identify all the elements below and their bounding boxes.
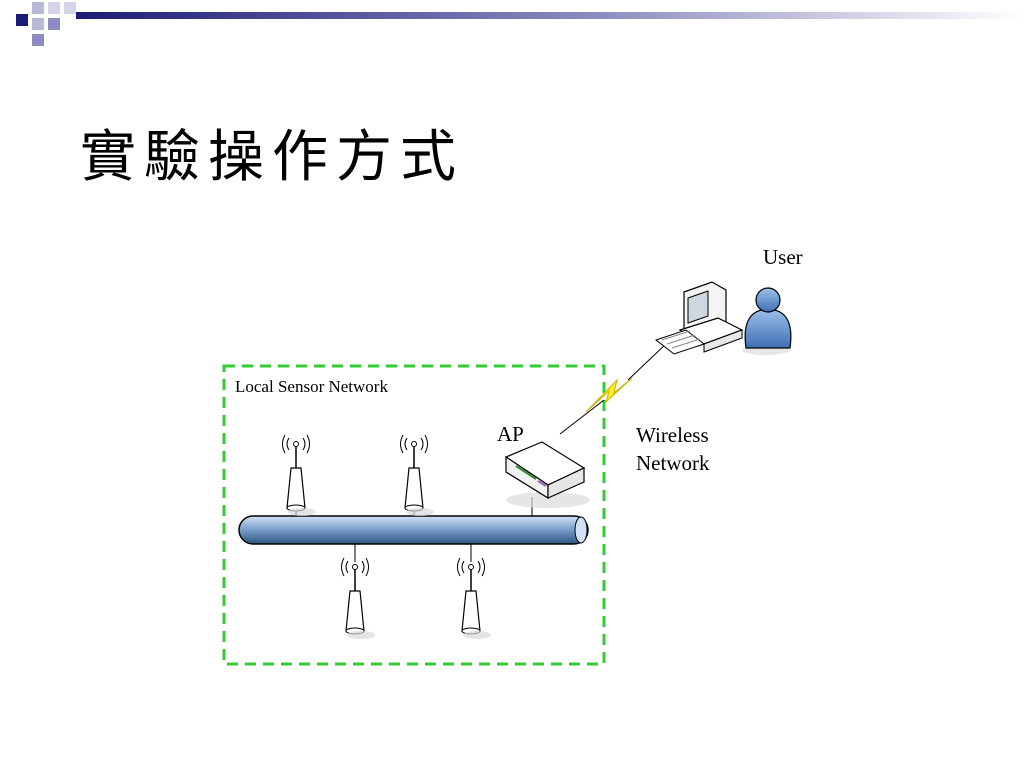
ap-label: AP (497, 422, 524, 446)
wireless-link-line (627, 341, 669, 381)
sensor-node (457, 557, 492, 640)
wireless-link-line (559, 399, 605, 435)
header-square-dark (16, 14, 28, 26)
wireless-label-line2: Network (636, 451, 710, 475)
network-bus (238, 515, 589, 545)
header-gradient-bar (76, 12, 1024, 19)
header-square-pale (48, 2, 60, 14)
lightning-bolt-icon (585, 377, 633, 413)
slide-title: 實驗操作方式 (80, 125, 464, 190)
header-square-pale (64, 2, 76, 14)
header-square-mid (48, 18, 60, 30)
header-square-light (32, 18, 44, 30)
user-icon (742, 287, 792, 355)
header-square-light (32, 2, 44, 14)
sensor-network-boundary (222, 364, 606, 666)
access-point-icon (504, 441, 590, 508)
wireless-label-line1: Wireless (636, 423, 709, 447)
sensor-node (341, 557, 376, 640)
region-label: Local Sensor Network (235, 377, 388, 396)
computer-icon (654, 281, 744, 355)
user-label: User (763, 245, 803, 269)
sensor-node (400, 434, 435, 517)
header-decoration (16, 2, 1024, 46)
header-square-mid (32, 34, 44, 46)
sensor-node (282, 434, 317, 517)
